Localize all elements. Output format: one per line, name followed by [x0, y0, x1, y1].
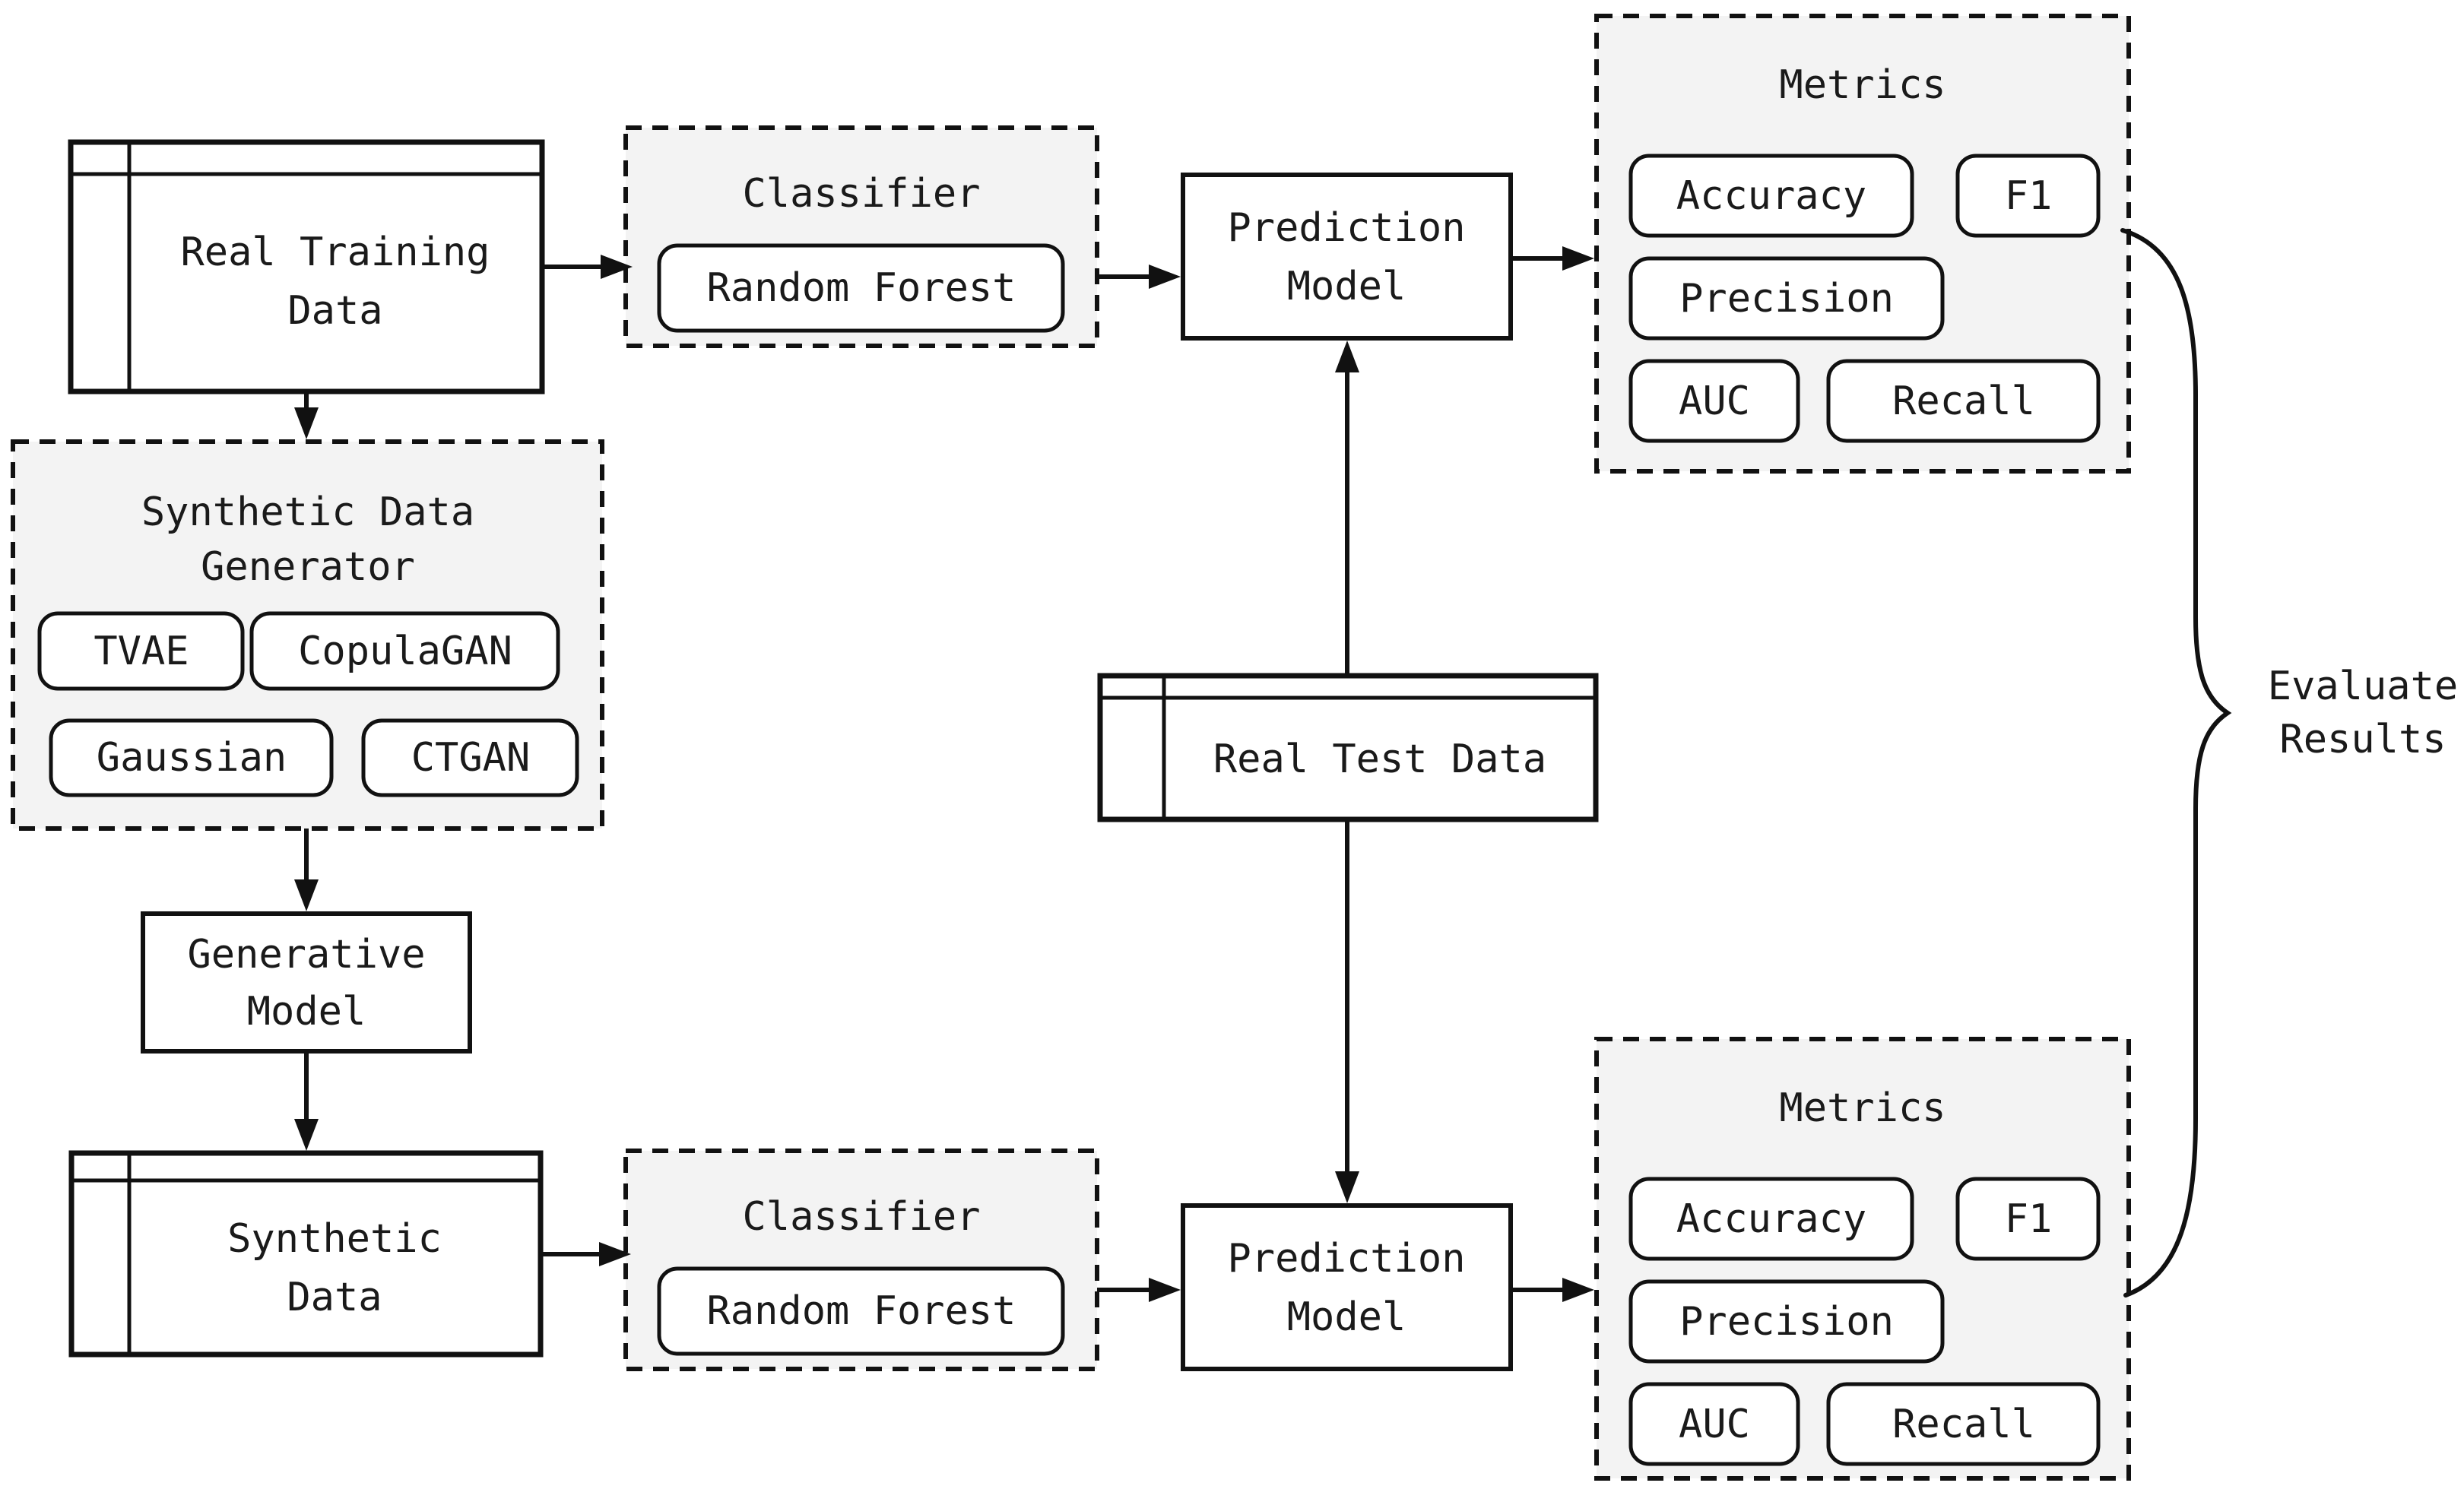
arrowhead-right-icon	[1562, 246, 1594, 271]
generator-title-line1: Synthetic Data	[141, 490, 474, 535]
tvae-label: TVAE	[94, 629, 189, 674]
generative-model-node: Generative Model	[141, 911, 472, 1054]
arrow-real-training-to-generator	[294, 391, 319, 439]
recall-chip	[1826, 359, 2101, 443]
accuracy-chip	[1628, 1177, 1914, 1261]
classifier-bottom-content: Classifier Random Forest	[657, 1194, 1065, 1356]
ctgan-label: CTGAN	[411, 735, 531, 781]
classifier-top-title: Classifier	[742, 171, 980, 217]
f1-chip	[1955, 154, 2101, 238]
arrowhead-right-icon	[601, 255, 633, 279]
f1-chip	[1955, 1177, 2101, 1261]
random-forest-chip	[657, 243, 1065, 333]
synthetic-data-node: Synthetic Data	[68, 1150, 544, 1358]
auc-label: AUC	[1679, 379, 1750, 424]
evaluate-results-annotation: Evaluate Results	[2120, 228, 2458, 1297]
arrowhead-down-icon	[294, 407, 319, 439]
accuracy-label: Accuracy	[1676, 1196, 1866, 1242]
synthetic-data-label-line2: Data	[287, 1275, 382, 1320]
precision-chip	[1628, 1279, 1945, 1364]
arrow-generative-model-to-synthetic-data	[294, 1051, 319, 1151]
arrowhead-up-icon	[1335, 341, 1359, 372]
arrow-classifier-to-prediction-top	[1097, 265, 1181, 289]
arrowhead-down-icon	[1335, 1171, 1359, 1203]
precision-chip	[1628, 256, 1945, 341]
arrow-real-training-to-classifier	[542, 255, 633, 279]
arrow-generator-to-generative-model	[294, 829, 319, 911]
prediction-model-top-node: Prediction Model	[1181, 173, 1513, 341]
prediction-model-label-line1: Prediction	[1227, 205, 1465, 251]
metrics-bottom-title: Metrics	[1779, 1085, 1946, 1131]
random-forest-chip	[657, 1266, 1065, 1356]
random-forest-label: Random Forest	[707, 1288, 1016, 1334]
ctgan-chip	[361, 718, 579, 797]
metrics-bottom-content: Metrics Accuracy F1 Precision AUC Recall	[1628, 1085, 2101, 1466]
arrow-prediction-to-metrics-bottom	[1511, 1278, 1594, 1302]
recall-chip	[1826, 1382, 2101, 1466]
metrics-top-content: Metrics Accuracy F1 Precision AUC Recall	[1628, 62, 2101, 443]
arrowhead-right-icon	[1149, 1278, 1181, 1302]
real-training-data-label-line2: Data	[287, 288, 382, 334]
generative-model-label-line2: Model	[247, 989, 366, 1034]
evaluate-results-label-line2: Results	[2279, 717, 2446, 762]
recall-label: Recall	[1892, 1402, 2035, 1447]
synthetic-data-label-line1: Synthetic	[227, 1216, 442, 1262]
node-frame	[1181, 1203, 1513, 1371]
arrow-synthetic-data-to-classifier	[541, 1242, 631, 1266]
arrow-real-test-to-prediction-top	[1335, 341, 1359, 676]
precision-label: Precision	[1679, 1299, 1894, 1345]
prediction-model-label-line2: Model	[1287, 264, 1406, 309]
gaussian-label: Gaussian	[97, 735, 287, 781]
prediction-model-label-line1: Prediction	[1227, 1236, 1465, 1282]
synthetic-data-generator-content: Synthetic Data Generator TVAE CopulaGAN …	[37, 490, 579, 797]
table-frame	[68, 139, 545, 394]
real-training-data-node: Real Training Data	[68, 139, 545, 394]
copulagan-chip	[249, 611, 560, 691]
node-frame	[141, 911, 472, 1054]
tvae-chip	[37, 611, 245, 691]
auc-chip	[1628, 1382, 1800, 1466]
evaluate-results-label-line1: Evaluate	[2268, 664, 2458, 709]
metrics-top-title: Metrics	[1779, 62, 1946, 108]
table-frame	[68, 1150, 544, 1358]
node-frame	[1181, 173, 1513, 341]
arrow-classifier-to-prediction-bottom	[1097, 1278, 1181, 1302]
auc-chip	[1628, 359, 1800, 443]
precision-label: Precision	[1679, 276, 1894, 322]
f1-label: F1	[2005, 1196, 2053, 1242]
prediction-model-label-line2: Model	[1287, 1294, 1406, 1340]
arrow-prediction-to-metrics-top	[1511, 246, 1594, 271]
gaussian-chip	[49, 718, 334, 797]
generator-title-line2: Generator	[201, 544, 415, 590]
random-forest-label: Random Forest	[707, 265, 1016, 311]
auc-label: AUC	[1679, 1402, 1750, 1447]
generative-model-label-line1: Generative	[187, 932, 425, 977]
accuracy-chip	[1628, 154, 1914, 238]
arrowhead-down-icon	[294, 1119, 319, 1151]
copulagan-label: CopulaGAN	[298, 629, 512, 674]
classifier-bottom-title: Classifier	[742, 1194, 980, 1240]
recall-label: Recall	[1892, 379, 2035, 424]
real-training-data-label-line1: Real Training	[181, 230, 490, 275]
arrowhead-down-icon	[294, 879, 319, 911]
real-test-data-label: Real Test Data	[1213, 737, 1546, 782]
real-test-data-node: Real Test Data	[1097, 673, 1599, 822]
accuracy-label: Accuracy	[1676, 173, 1866, 219]
classifier-top-content: Classifier Random Forest	[657, 171, 1065, 333]
f1-label: F1	[2005, 173, 2053, 219]
prediction-model-bottom-node: Prediction Model	[1181, 1203, 1513, 1371]
curly-brace-icon	[2120, 228, 2232, 1297]
arrowhead-right-icon	[1149, 265, 1181, 289]
arrowhead-right-icon	[599, 1242, 631, 1266]
arrowhead-right-icon	[1562, 1278, 1594, 1302]
arrow-real-test-to-prediction-bottom	[1335, 819, 1359, 1203]
